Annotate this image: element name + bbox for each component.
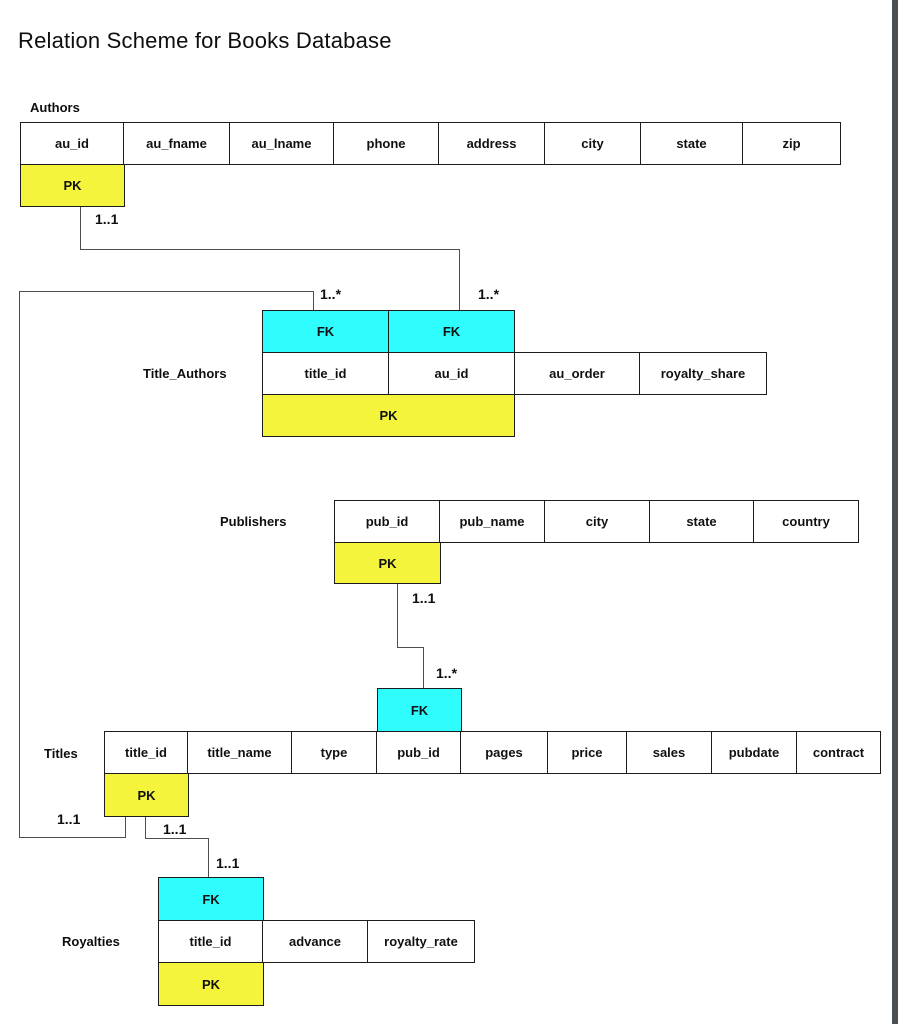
royalties-pk-cell: PK (158, 962, 264, 1006)
cardinality-label: 1..1 (163, 821, 187, 837)
authors-col-phone: phone (334, 122, 439, 165)
cardinality-label: 1..1 (216, 855, 240, 871)
titles-col-sales: sales (627, 731, 712, 774)
authors-column-row: au_id au_fname au_lname phone address ci… (20, 122, 841, 165)
authors-col-address: address (439, 122, 545, 165)
authors-col-au_lname: au_lname (230, 122, 334, 165)
title-authors-col-royalty_share: royalty_share (640, 352, 767, 395)
title-authors-pk-cell: PK (262, 394, 515, 437)
publishers-table-label: Publishers (220, 514, 287, 529)
authors-col-state: state (641, 122, 743, 165)
connector-titles-titleauthors-seg3 (19, 291, 20, 838)
titles-col-type: type (292, 731, 377, 774)
titles-col-pubdate: pubdate (712, 731, 797, 774)
royalties-col-title_id: title_id (158, 920, 263, 963)
cardinality-label: 1..* (320, 286, 342, 302)
titles-fk-cell: FK (377, 688, 462, 732)
title-authors-col-title_id: title_id (262, 352, 389, 395)
royalties-col-advance: advance (263, 920, 368, 963)
connector-publishers-titles-seg3 (423, 647, 424, 689)
titles-pk-cell: PK (104, 773, 189, 817)
connector-titles-royalties-seg2 (145, 838, 209, 839)
title-authors-fk-row: FK FK (262, 310, 515, 353)
royalties-col-royalty_rate: royalty_rate (368, 920, 475, 963)
cardinality-label: 1..* (478, 286, 500, 302)
titles-col-price: price (548, 731, 627, 774)
publishers-col-country: country (754, 500, 859, 543)
titles-col-title_name: title_name (188, 731, 292, 774)
connector-publishers-titles-seg2 (397, 647, 424, 648)
titles-col-contract: contract (797, 731, 881, 774)
authors-table-label: Authors (30, 100, 80, 115)
authors-col-au_id: au_id (20, 122, 124, 165)
page-title: Relation Scheme for Books Database (18, 28, 392, 53)
titles-table-label: Titles (44, 746, 78, 761)
cardinality-label: 1..1 (95, 211, 119, 227)
royalties-table-label: Royalties (62, 934, 120, 949)
publishers-pk-cell: PK (334, 542, 441, 584)
cardinality-label: 1..1 (412, 590, 436, 606)
titles-column-row: title_id title_name type pub_id pages pr… (104, 731, 881, 774)
title-authors-col-au_id: au_id (389, 352, 515, 395)
titles-col-pages: pages (461, 731, 548, 774)
title-authors-col-au_order: au_order (515, 352, 640, 395)
authors-col-au_fname: au_fname (124, 122, 230, 165)
publishers-col-pub_name: pub_name (440, 500, 545, 543)
publishers-col-pub_id: pub_id (334, 500, 440, 543)
royalties-fk-cell: FK (158, 877, 264, 921)
connector-titles-royalties-seg3 (208, 838, 209, 878)
connector-authors-titleauthors-seg2 (80, 249, 460, 250)
authors-col-zip: zip (743, 122, 841, 165)
cardinality-label: 1..1 (57, 811, 81, 827)
publishers-col-state: state (650, 500, 754, 543)
titles-col-title_id: title_id (104, 731, 188, 774)
authors-pk-cell: PK (20, 164, 125, 207)
connector-titles-titleauthors-seg2 (19, 291, 314, 292)
connector-titles-titleauthors-seg1 (313, 291, 314, 311)
publishers-column-row: pub_id pub_name city state country (334, 500, 859, 543)
window-edge-strip (892, 0, 898, 1024)
title-authors-fk-cell-au_id: FK (389, 310, 515, 353)
title-authors-table-label: Title_Authors (143, 366, 227, 381)
connector-titles-titleauthors-seg5 (125, 817, 126, 838)
title-authors-fk-cell-title_id: FK (262, 310, 389, 353)
publishers-col-city: city (545, 500, 650, 543)
connector-titles-royalties-seg1 (145, 816, 146, 839)
connector-authors-titleauthors-seg3 (459, 249, 460, 311)
cardinality-label: 1..* (436, 665, 458, 681)
royalties-column-row: title_id advance royalty_rate (158, 920, 475, 963)
connector-authors-titleauthors-seg1 (80, 206, 81, 249)
connector-publishers-titles-seg1 (397, 583, 398, 647)
authors-col-city: city (545, 122, 641, 165)
titles-col-pub_id: pub_id (377, 731, 461, 774)
connector-titles-titleauthors-seg4 (19, 837, 126, 838)
title-authors-column-row: title_id au_id au_order royalty_share (262, 352, 767, 395)
